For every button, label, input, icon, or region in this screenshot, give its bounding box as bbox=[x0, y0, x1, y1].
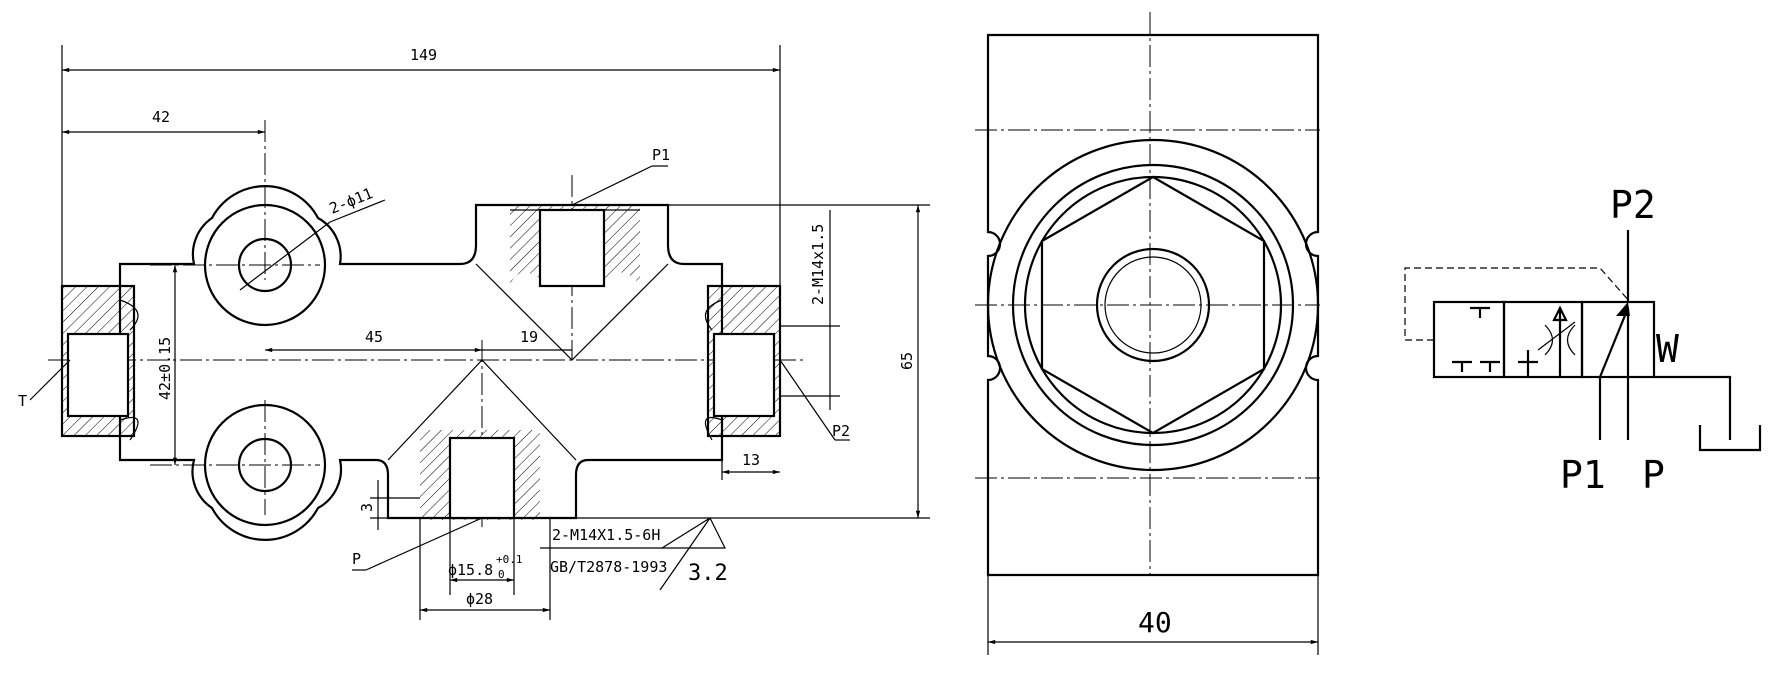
port-label-p2: P2 bbox=[832, 422, 850, 440]
front-view: 149 42 2-ϕ11 42±0.15 45 19 2-M14x1.5 65 … bbox=[18, 45, 930, 620]
side-view: 40 bbox=[975, 12, 1320, 655]
dim-overall-length: 149 bbox=[410, 46, 437, 64]
thread-note: 2-M14X1.5-6H bbox=[552, 526, 660, 544]
dim-side-thread: 2-M14x1.5 bbox=[809, 224, 827, 305]
standard-note: GB/T2878-1993 bbox=[550, 558, 667, 576]
dim-hole-offset: 42 bbox=[152, 108, 170, 126]
spring-label: W bbox=[1656, 327, 1679, 371]
port-label-p: P bbox=[352, 550, 361, 568]
port-label-t: T bbox=[18, 392, 27, 410]
dim-mount-holes: 2-ϕ11 bbox=[327, 184, 376, 218]
symbol-port-p: P bbox=[1642, 453, 1665, 497]
dim-cone-offset: 19 bbox=[520, 328, 538, 346]
symbol-port-p2: P2 bbox=[1610, 183, 1656, 227]
dim-port-offset: 45 bbox=[365, 328, 383, 346]
port-label-p1: P1 bbox=[652, 146, 670, 164]
roughness-value: 3.2 bbox=[688, 561, 728, 586]
dim-hole-spacing: 42±0.15 bbox=[156, 337, 174, 400]
hydraulic-symbol: W P2 P1 P bbox=[1404, 183, 1762, 497]
dim-bore-tol-lower: 0 bbox=[498, 568, 505, 581]
dim-depth: 3 bbox=[358, 503, 376, 512]
dim-bore: ϕ15.8 bbox=[448, 561, 493, 579]
dim-side-step: 13 bbox=[742, 451, 760, 469]
dim-side-width: 40 bbox=[1138, 606, 1172, 639]
dim-spotface: ϕ28 bbox=[466, 590, 493, 608]
symbol-port-p1: P1 bbox=[1560, 453, 1606, 497]
dim-height: 65 bbox=[898, 352, 916, 370]
dim-bore-tol-upper: +0.1 bbox=[496, 553, 523, 566]
